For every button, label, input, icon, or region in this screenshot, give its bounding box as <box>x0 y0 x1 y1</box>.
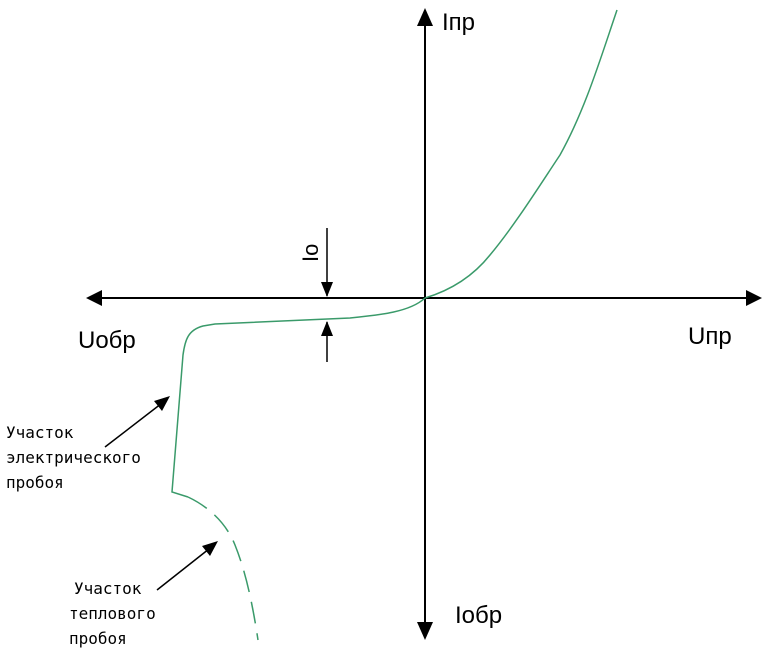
thermal-breakdown-line-1: Участок <box>74 579 142 598</box>
electrical-breakdown-line-2: электрического <box>6 448 141 467</box>
thermal-breakdown-pointer-head <box>202 541 218 556</box>
y-axis-arrow-up <box>417 8 433 26</box>
thermal-breakdown-curve <box>187 496 259 641</box>
io-arrow-up-head <box>321 321 333 336</box>
y-positive-label: Iпр <box>442 9 475 36</box>
electrical-breakdown-line-1: Участок <box>6 423 74 442</box>
x-positive-label: Uпр <box>688 323 732 350</box>
thermal-breakdown-pointer <box>156 544 215 591</box>
y-axis-arrow-down <box>417 622 433 640</box>
electrical-breakdown-pointer-head <box>154 396 170 411</box>
thermal-breakdown-line-2: теплового <box>69 604 156 623</box>
x-axis-arrow-left <box>86 290 102 306</box>
reverse-curve <box>171 297 426 498</box>
electrical-breakdown-line-3: пробоя <box>6 473 64 492</box>
electrical-breakdown-pointer <box>104 399 167 448</box>
forward-curve <box>424 9 618 299</box>
io-label: Io <box>298 244 323 262</box>
x-axis-arrow-right <box>746 290 762 306</box>
y-negative-label: Iобр <box>455 602 502 629</box>
thermal-breakdown-line-3: пробоя <box>69 629 127 648</box>
x-negative-label: Uобр <box>78 327 136 354</box>
io-arrow-down-head <box>321 282 333 297</box>
